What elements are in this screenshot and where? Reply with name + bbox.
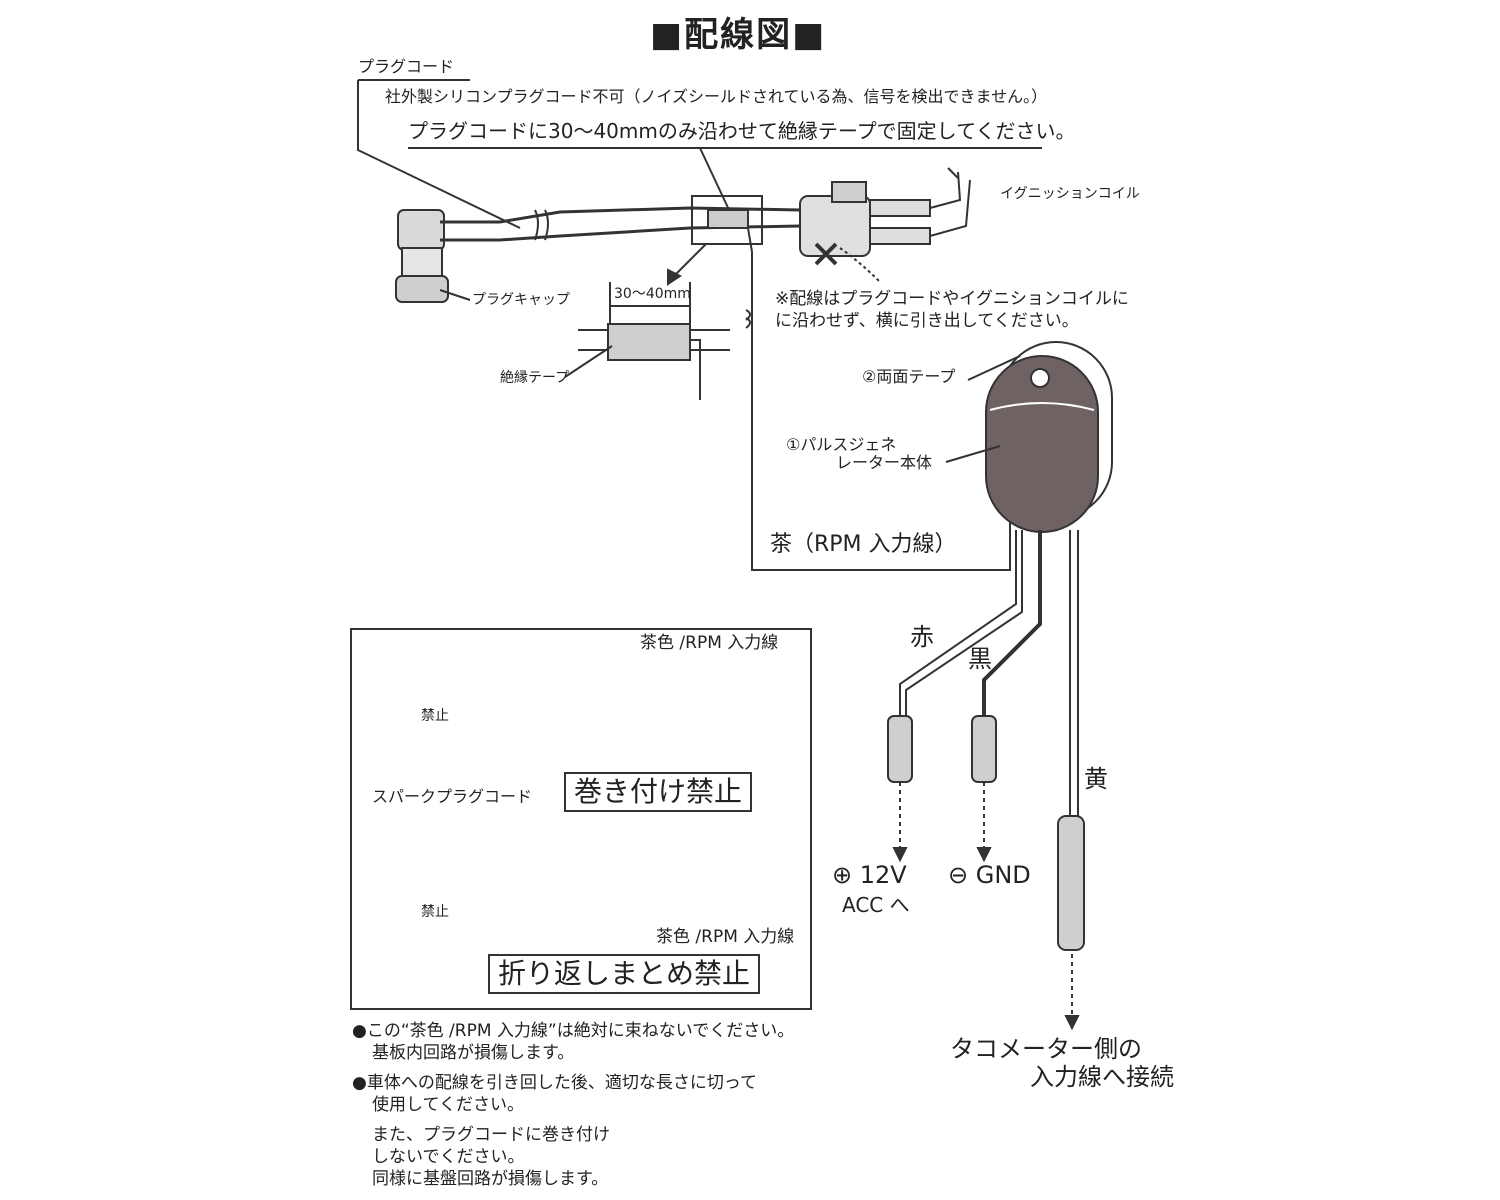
tape-zoom-arrow xyxy=(671,243,707,279)
plug-cord xyxy=(440,206,801,224)
double-tape-label: ②両面テープ xyxy=(862,367,956,386)
red-connector xyxy=(887,715,913,783)
rpm-label-2: 茶色 /RPM 入力線 xyxy=(656,927,795,947)
pulse-gen-label-1: ①パルスジェネ xyxy=(786,435,897,454)
silicone-note: 社外製シリコンプラグコード不可（ノイズシールドされている為、信号を検出できません… xyxy=(385,87,1048,106)
black-connector xyxy=(971,715,997,783)
plug-cap-label: プラグキャップ xyxy=(472,292,570,308)
brown-wire-break xyxy=(745,309,751,329)
note3-line2: しないでください。 xyxy=(372,1147,525,1167)
x-mark-b xyxy=(814,242,838,266)
yellow-label: 黄 xyxy=(1084,765,1108,793)
black-arrowhead xyxy=(976,847,992,863)
dimension-label: 30～40mm xyxy=(614,286,691,302)
cord-break xyxy=(534,209,549,241)
plug-cord-label: プラグコード xyxy=(358,57,455,76)
insulation-tape-leader xyxy=(564,345,613,378)
tape-small xyxy=(707,209,749,229)
brown-wire xyxy=(747,227,1011,571)
plug-cap-top xyxy=(397,209,445,251)
note1-line1: ●この“茶色 /RPM 入力線”は絶対に束ねないでください。 xyxy=(352,1021,795,1041)
acc-label: ACC へ xyxy=(842,893,910,917)
coil-wires xyxy=(929,171,971,237)
prohibited-label-1: 禁止 xyxy=(421,708,449,724)
tacho-label-2: 入力線へ接続 xyxy=(1030,1063,1174,1091)
red-label: 赤 xyxy=(910,623,934,651)
double-tape-leader xyxy=(967,355,1021,381)
coil-terminal-1 xyxy=(869,199,931,217)
detail-wire xyxy=(690,339,701,400)
ignition-coil-cap xyxy=(831,181,867,203)
plug-cord-leader-diag xyxy=(357,80,521,229)
gnd-label: ⊖ GND xyxy=(948,861,1031,889)
spark-plug-cord-label: スパークプラグコード xyxy=(372,787,533,806)
tacho-label-1: タコメーター側の xyxy=(950,1035,1142,1063)
tape-instruction: プラグコードに30～40mmのみ沿わせて絶縁テープで固定してください。 xyxy=(408,119,1076,143)
pulse-body-leader xyxy=(945,445,1001,463)
detail-tape xyxy=(607,323,691,361)
pulse-gen-hole xyxy=(1030,368,1050,388)
page-title: ■配線図■ xyxy=(650,15,827,55)
warning-box xyxy=(350,628,812,1010)
coil-leader xyxy=(947,167,959,179)
red-arrowhead xyxy=(892,847,908,863)
plug-cap-leader xyxy=(439,289,471,301)
rpm-label-1: 茶色 /RPM 入力線 xyxy=(640,633,779,653)
black-wire xyxy=(982,530,1042,716)
tape-zone xyxy=(691,195,763,245)
note2-line1: ●車体への配線を引き回した後、適切な長さに切って xyxy=(352,1073,757,1093)
brown-wire-label: 茶（RPM 入力線） xyxy=(770,532,957,557)
note3-line3: 同様に基盤回路が損傷します。 xyxy=(372,1169,609,1189)
ignition-coil-label: イグニッションコイル xyxy=(1000,186,1140,202)
coil-terminal-2 xyxy=(869,227,931,245)
loose-wire xyxy=(839,247,881,283)
pulse-gen-label-2: レーター本体 xyxy=(836,453,933,472)
no-wrapping-label: 巻き付け禁止 xyxy=(564,772,753,813)
prohibited-label-2: 禁止 xyxy=(421,904,449,920)
plus-12v-label: ⊕ 12V xyxy=(832,861,907,889)
insulation-tape-label: 絶縁テープ xyxy=(500,370,570,386)
note1-line2: 基板内回路が損傷します。 xyxy=(372,1043,575,1063)
yellow-connector xyxy=(1057,815,1085,951)
note3-line1: また、プラグコードに巻き付け xyxy=(372,1125,610,1145)
note2-line2: 使用してください。 xyxy=(372,1095,524,1115)
no-folding-label: 折り返しまとめ禁止 xyxy=(488,954,761,995)
yellow-arrowhead xyxy=(1064,1015,1080,1031)
routing-note-2: に沿わせず、横に引き出してください。 xyxy=(775,311,1079,331)
red-wire-2 xyxy=(905,530,1023,716)
tape-zoom-arrowhead xyxy=(667,268,682,286)
plug-cap-base xyxy=(395,275,449,303)
pulse-gen-band xyxy=(989,402,1095,411)
routing-note-1: ※配線はプラグコードやイグニションコイルに xyxy=(775,289,1129,309)
red-wire xyxy=(899,530,1017,716)
plug-cap-body xyxy=(401,247,443,279)
black-label: 黒 xyxy=(968,645,992,673)
tape-instruction-leader xyxy=(699,147,731,213)
